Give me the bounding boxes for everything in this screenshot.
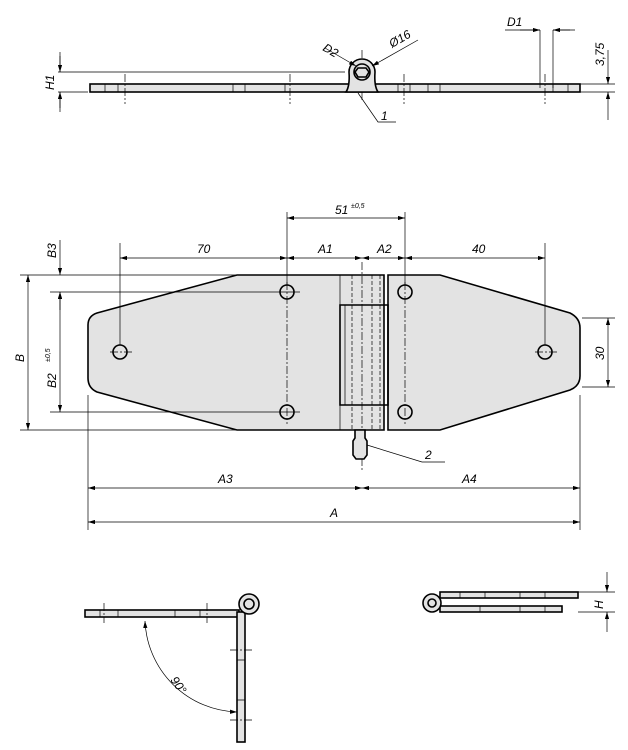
grease-nipple	[352, 429, 368, 460]
top-view: H1 D2 Ø16 D1 3,75 1	[43, 15, 615, 123]
h1-label: H1	[43, 75, 57, 90]
item-1-label: 1	[381, 109, 388, 123]
main-view: 51 ±0,5 70 A1 A2 40 B3 B B2 ±0,5 30 A3 A…	[13, 203, 615, 530]
right-leaf	[387, 274, 581, 431]
dim-a1: A1	[317, 242, 333, 256]
dim-b2: B2	[45, 373, 59, 388]
dim-51: 51	[335, 203, 348, 217]
dim-b: B	[13, 354, 27, 362]
dim-a2: A2	[376, 242, 392, 256]
dim-51-tolerance: ±0,5	[351, 203, 365, 210]
dim-a: A	[329, 506, 338, 520]
left-leaf	[87, 274, 385, 431]
hex-pin-icon	[354, 67, 370, 78]
dim-30: 30	[593, 346, 607, 360]
dim-b3: B3	[45, 243, 59, 258]
item-2-label: 2	[424, 448, 432, 462]
d1-label: D1	[507, 15, 522, 29]
dim-b2-tolerance: ±0,5	[45, 348, 52, 362]
hinge-leaves-edge	[89, 83, 581, 93]
dim-h: H	[592, 600, 606, 609]
dim-40: 40	[472, 242, 486, 256]
thickness-label: 3,75	[593, 42, 607, 66]
angle-90-label: 90°	[168, 674, 190, 697]
side-view-closed: H	[422, 572, 615, 632]
knuckle	[344, 58, 380, 93]
dim-70: 70	[197, 242, 211, 256]
diameter-label: Ø16	[386, 27, 414, 51]
dim-a3: A3	[217, 472, 233, 486]
d2-label: D2	[321, 40, 342, 60]
side-view-open-90: 90°	[84, 593, 260, 743]
dim-a4: A4	[461, 472, 477, 486]
